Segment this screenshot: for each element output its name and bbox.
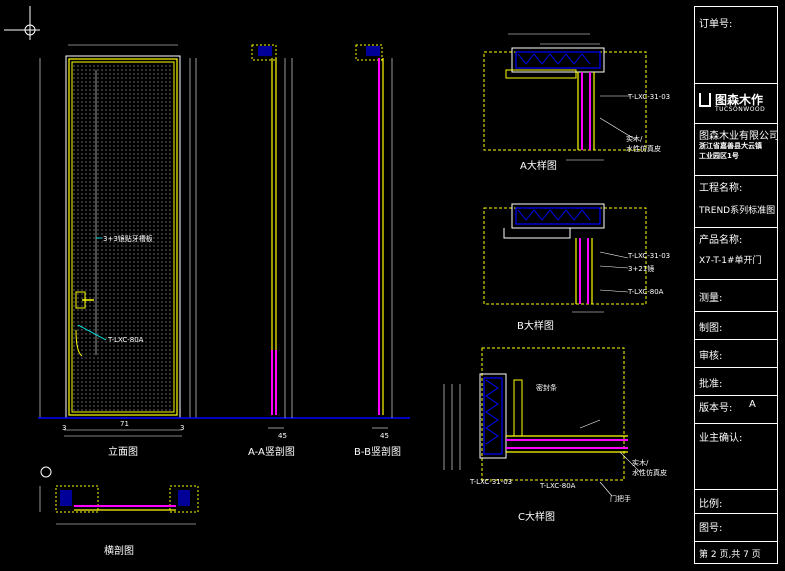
address-2: 工业园区1号 xyxy=(699,152,739,160)
review-label: 审核: xyxy=(699,351,723,362)
frame-code-c1: T-LXC-31-03 xyxy=(470,478,513,486)
logo-cn: 图森木作 xyxy=(715,93,764,107)
horizontal-section-view xyxy=(39,466,199,525)
approve-label: 批准: xyxy=(699,379,723,390)
veneer-note-c: 实木/ 水性仿真皮 xyxy=(632,459,667,477)
order-no-label: 订单号: xyxy=(699,19,733,30)
screw-note: 门把手 xyxy=(610,495,631,503)
panel-note: 3+3镜贴牙槽板 xyxy=(103,235,153,243)
section-aa-title: A-A竖剖图 xyxy=(248,447,295,458)
veneer-note-a: 实木/ 水性仿真皮 xyxy=(626,135,661,153)
owner-label: 业主确认: xyxy=(699,433,743,444)
detail-a-view xyxy=(483,33,647,161)
drawing-no-label: 图号: xyxy=(699,523,723,534)
frame-code-c2: T-LXC-80A xyxy=(540,482,576,490)
address-1: 浙江省嘉善县大云镇 xyxy=(699,142,762,150)
detail-b-view xyxy=(483,203,647,313)
title-block: 订单号: 图森木作 TUCSONWOOD 图森木业有限公司 浙江省嘉善县大云镇 … xyxy=(694,6,779,564)
dim-45-aa: 45 xyxy=(278,432,287,440)
frame-code-elev: T-LXC-80A xyxy=(108,336,144,344)
detail-c-view xyxy=(443,347,641,497)
frame-code-b1: T-LXC-31-03 xyxy=(628,252,671,260)
page-label: 第 2 页,共 7 页 xyxy=(699,550,761,560)
dim-3-right: 3 xyxy=(180,424,185,432)
project-value: TREND系列标准图 xyxy=(699,206,776,216)
dim-71: 71 xyxy=(120,420,129,428)
dim-45-bb: 45 xyxy=(380,432,389,440)
product-label: 产品名称: xyxy=(699,235,743,246)
project-label: 工程名称: xyxy=(699,183,743,194)
elevation-title: 立面图 xyxy=(108,447,138,458)
draw-label: 制图: xyxy=(699,323,723,334)
product-value: X7-T-1#单开门 xyxy=(699,256,762,266)
section-bb-title: B-B竖剖图 xyxy=(354,447,401,458)
section-aa-view xyxy=(251,44,293,429)
hinge-gap-note: 3+21镜 xyxy=(628,265,655,273)
version-label: 版本号: xyxy=(699,403,733,414)
dim-3-left: 3 xyxy=(62,424,67,432)
elevation-view xyxy=(38,44,410,437)
version-value: A xyxy=(749,399,756,410)
corner-marker xyxy=(4,6,40,40)
detail-a-title: A大样图 xyxy=(520,161,557,172)
seal-note: 密封条 xyxy=(536,384,557,392)
company-name: 图森木业有限公司 xyxy=(699,131,779,142)
section-bb-view xyxy=(355,44,393,429)
horizontal-section-title: 横剖图 xyxy=(104,546,134,557)
logo-en: TUCSONWOOD xyxy=(715,106,766,113)
company-logo: 图森木作 TUCSONWOOD xyxy=(699,91,775,117)
survey-label: 测量: xyxy=(699,293,723,304)
frame-code-a: T-LXC-31-03 xyxy=(628,93,671,101)
logo-icon xyxy=(699,93,711,107)
frame-code-b2: T-LXC-80A xyxy=(628,288,664,296)
detail-c-title: C大样图 xyxy=(518,512,555,523)
scale-label: 比例: xyxy=(699,499,723,510)
detail-b-title: B大样图 xyxy=(517,321,554,332)
